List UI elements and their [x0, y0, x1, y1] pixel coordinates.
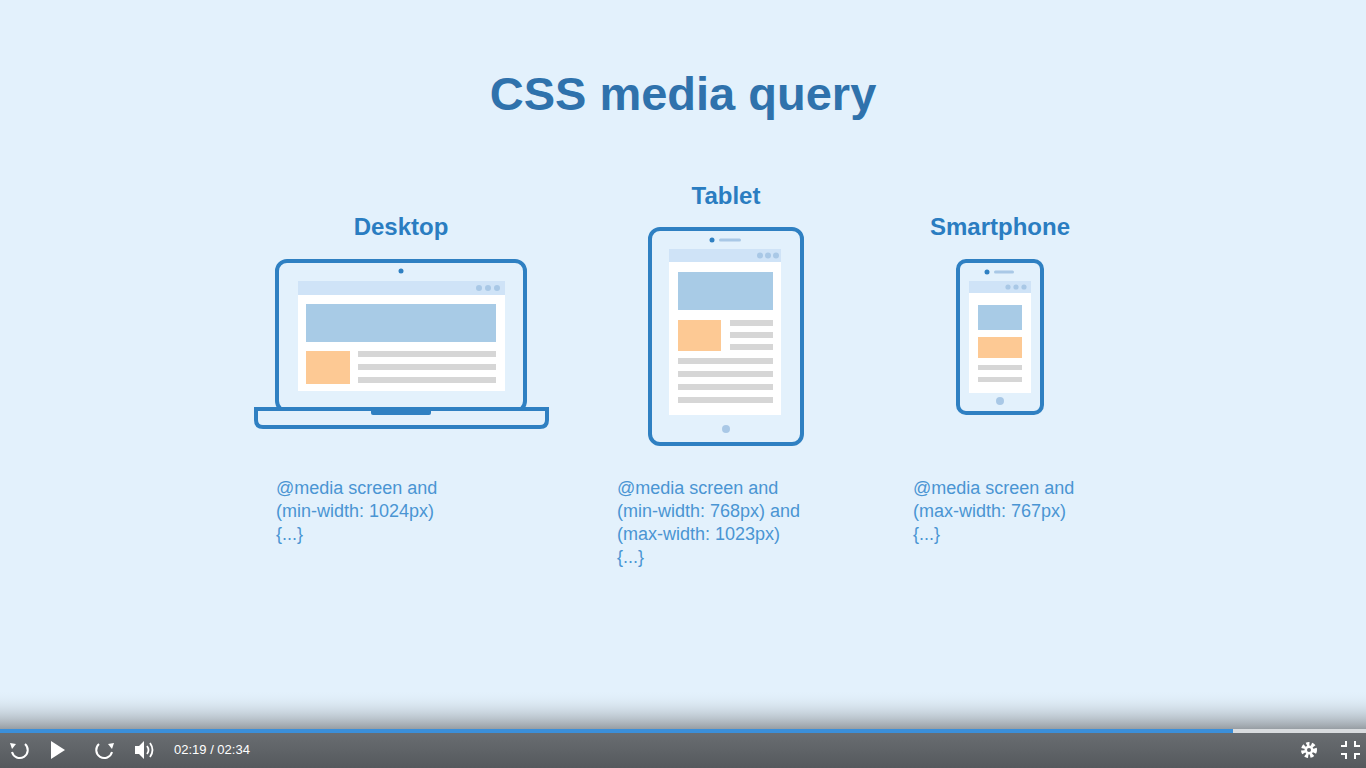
device-node: Tablet — [648, 181, 804, 446]
device-heading: Smartphone — [905, 212, 1095, 242]
device-heading: Desktop — [255, 212, 547, 242]
laptop-drawing — [256, 261, 547, 427]
media-query-code: @media screen and (max-width: 767px) {..… — [913, 477, 1085, 546]
device-node: Smartphone — [905, 212, 1095, 415]
media-query-code: @media screen and (min-width: 1024px) {.… — [276, 477, 462, 546]
device-node: Desktop — [255, 212, 547, 430]
video-time: 02:19 / 02:34 — [174, 741, 294, 759]
device-heading: Tablet — [648, 181, 804, 211]
tablet-drawing — [650, 229, 802, 444]
slide-title: CSS media query — [0, 64, 1366, 124]
smartphone-drawing — [958, 261, 1042, 413]
media-query-code: @media screen and (min-width: 768px) and… — [617, 477, 805, 569]
video-player-bar — [0, 690, 1366, 768]
